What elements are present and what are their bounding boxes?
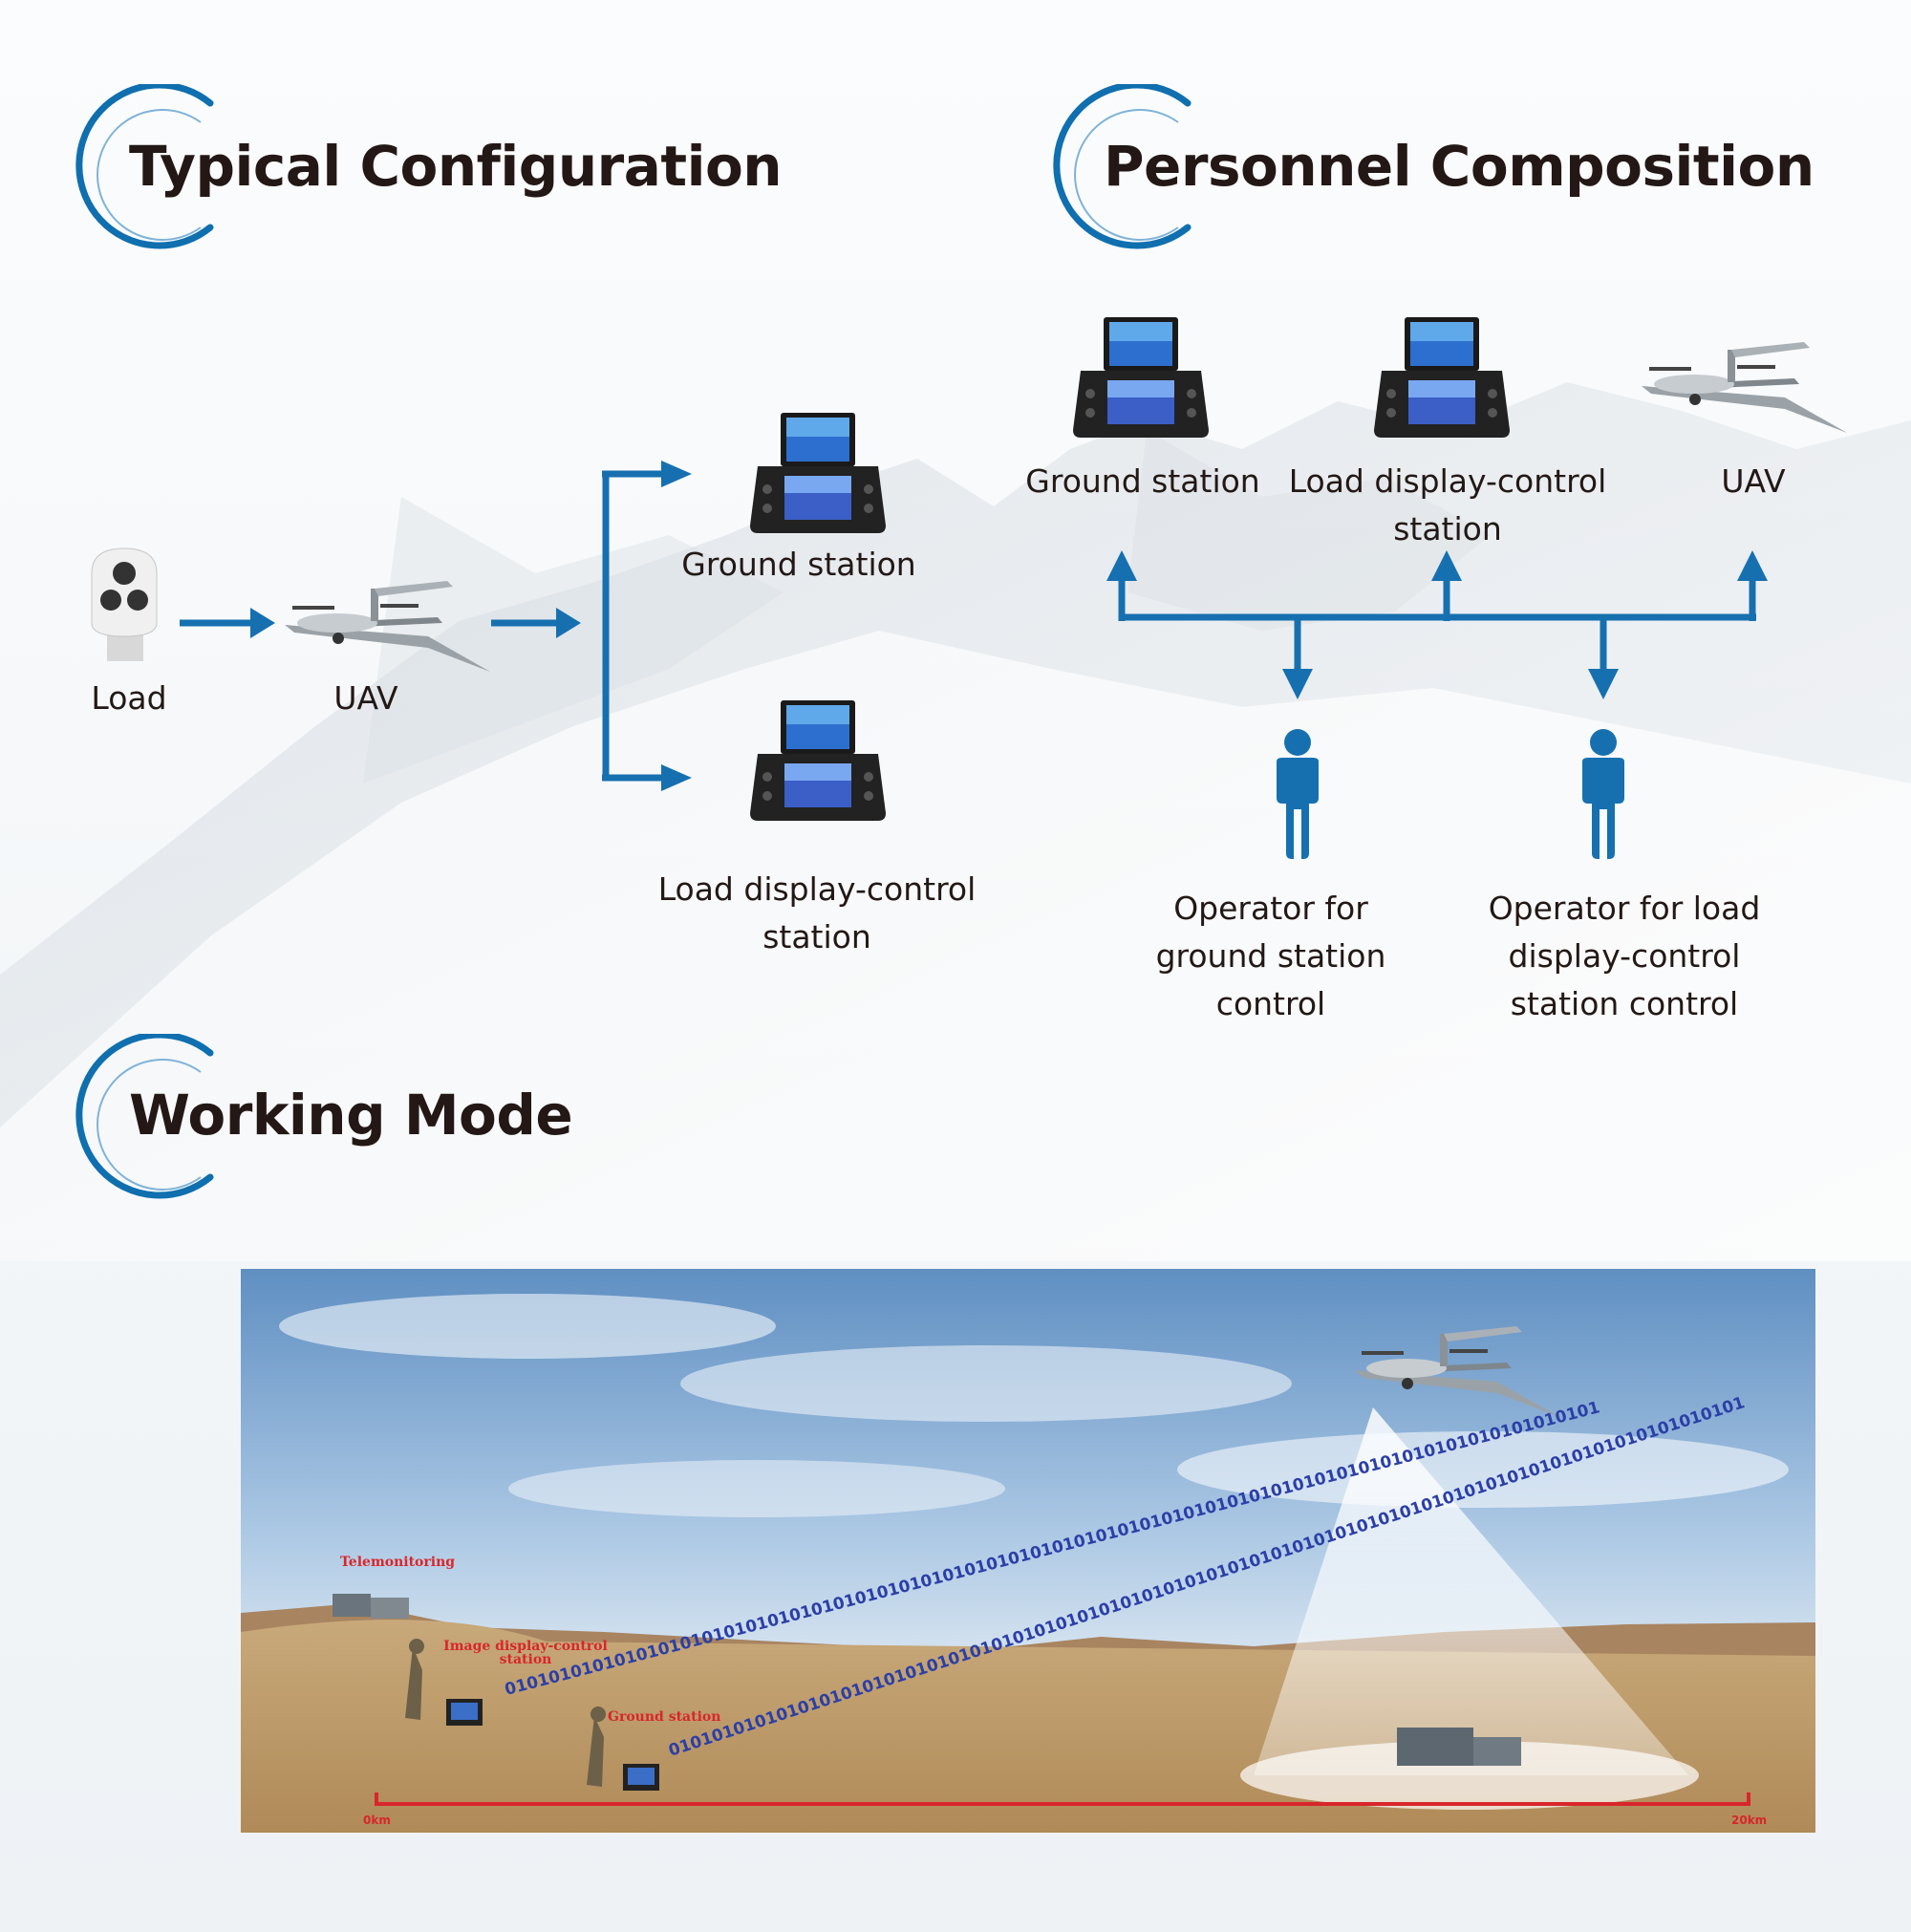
personnel-connection-arrows <box>1106 550 1768 699</box>
section-swirl-icon <box>75 1034 214 1199</box>
telemonitoring-label: Telemonitoring <box>340 1555 456 1570</box>
binary-data-link: 0101010101010101010101010101010101010101… <box>503 1393 1747 1761</box>
operator-person-icon <box>1277 729 1319 859</box>
working-mode-scene <box>241 1269 1815 1833</box>
scale-end-label: 20km <box>1731 1814 1768 1827</box>
load-camera-icon <box>91 547 158 661</box>
section-swirl-icon <box>1053 84 1192 249</box>
ground-station-icon <box>1073 317 1209 438</box>
typical-configuration-title: Typical Configuration <box>129 134 783 199</box>
load-station-icon <box>1374 317 1510 438</box>
personnel-ground-station-label: Ground station <box>1025 462 1260 500</box>
ground-station-icon <box>750 413 886 533</box>
working-mode-title: Working Mode <box>129 1083 573 1148</box>
binary-link-upper: 0101010101010101010101010101010101010101… <box>503 1398 1601 1700</box>
section-swirl-icon <box>75 84 214 249</box>
operator-ground-label: Operator for ground station control <box>1155 890 1386 1022</box>
binary-link-lower: 0101010101010101010101010101010101010101… <box>666 1393 1747 1761</box>
load-station-label: Load display-control station <box>657 870 977 955</box>
uav-label: UAV <box>333 679 398 717</box>
working-mode-illustration: 0101010101010101010101010101010101010101… <box>241 1269 1815 1833</box>
operator-load-label: Operator for load display-control statio… <box>1488 890 1761 1022</box>
personnel-composition-title: Personnel Composition <box>1104 134 1814 199</box>
image-station-label: Image display-control station <box>443 1639 608 1667</box>
operator-person-icon <box>1582 729 1624 859</box>
personnel-uav-label: UAV <box>1721 462 1786 500</box>
scale-start-label: 0km <box>363 1814 391 1827</box>
configuration-flow-arrows <box>180 461 692 791</box>
uav-icon <box>1642 342 1849 435</box>
load-station-icon <box>750 700 886 821</box>
personnel-load-station-label: Load display-control station <box>1288 462 1607 547</box>
load-label: Load <box>91 679 167 717</box>
ground-station-label: Ground station <box>681 546 916 583</box>
ground-station-scene-label: Ground station <box>608 1709 721 1725</box>
